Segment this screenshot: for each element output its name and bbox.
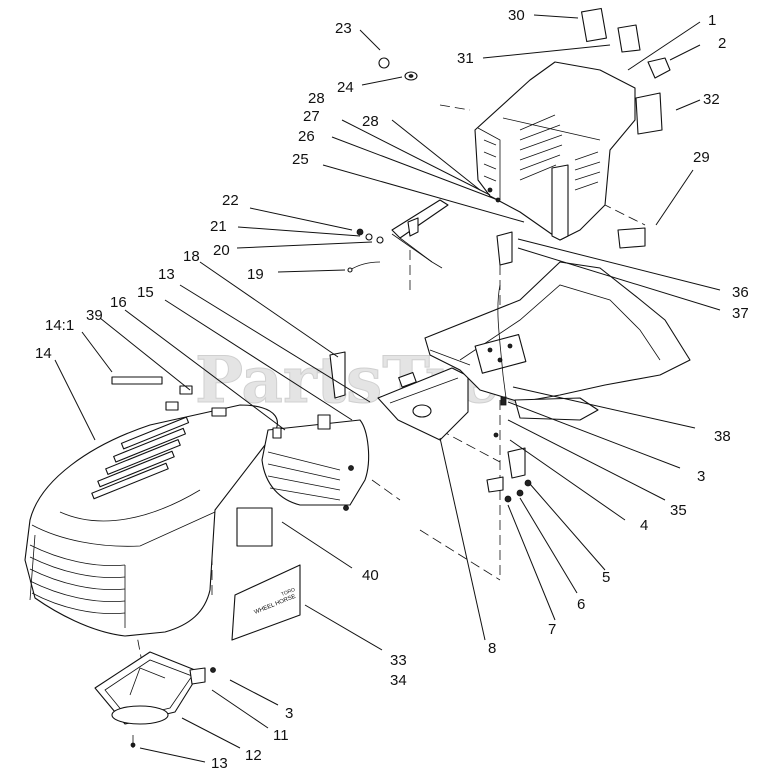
chute-assembly (94, 651, 216, 748)
callout-7: 7 (548, 621, 556, 638)
callout-15: 15 (137, 284, 154, 301)
callout-27: 27 (303, 108, 320, 125)
callout-26: 26 (298, 128, 315, 145)
callout-30: 30 (508, 7, 525, 24)
callout-39: 39 (86, 307, 103, 324)
callout-13a: 13 (158, 266, 175, 283)
callout-6: 6 (577, 596, 585, 613)
decal-30 (580, 7, 608, 43)
callout-8: 8 (488, 640, 496, 657)
callout-36: 36 (732, 284, 749, 301)
callout-29: 29 (693, 149, 710, 166)
callout-14-1: 14:1 (45, 317, 74, 334)
callout-16: 16 (110, 294, 127, 311)
callout-28a: 28 (308, 90, 325, 107)
callout-33: 33 (390, 652, 407, 669)
callout-40: 40 (362, 567, 379, 584)
callout-3b: 3 (285, 705, 293, 722)
callout-24: 24 (337, 79, 354, 96)
callout-14: 14 (35, 345, 52, 362)
decal-brand-text-2: TORO (281, 587, 297, 598)
decal-31 (617, 24, 641, 53)
callout-12: 12 (245, 747, 262, 764)
callout-3a: 3 (697, 468, 705, 485)
callout-labels: 1 2 30 31 23 24 32 28 27 28 26 29 25 22 … (35, 7, 749, 772)
callout-32: 32 (703, 91, 720, 108)
callout-5: 5 (602, 569, 610, 586)
fastener-6 (516, 489, 524, 497)
bracket-small-2 (486, 476, 504, 493)
callout-34: 34 (390, 672, 407, 689)
callout-11: 11 (273, 727, 289, 744)
decal-40 (236, 507, 273, 547)
decal-32 (635, 92, 663, 135)
decal-39b (165, 401, 179, 411)
front-grille-assembly (261, 414, 370, 511)
hood-bracket (377, 367, 469, 441)
callout-35: 35 (670, 502, 687, 519)
callout-31: 31 (457, 50, 474, 67)
hood-vents (91, 416, 190, 500)
throttle-control (347, 199, 449, 273)
callout-23: 23 (335, 20, 352, 37)
decal-39c (211, 407, 227, 417)
callout-13b: 13 (211, 755, 228, 772)
decal-14-1 (111, 376, 163, 385)
callout-1: 1 (708, 12, 716, 29)
callout-38: 38 (714, 428, 731, 445)
decal-39a (179, 385, 193, 395)
decal-29 (617, 227, 646, 249)
callout-25: 25 (292, 151, 309, 168)
fastener-4 (493, 432, 499, 438)
footrest-plate (424, 261, 691, 421)
bracket-small (507, 447, 526, 479)
callout-18: 18 (183, 248, 200, 265)
cable-35 (497, 284, 507, 399)
callout-20: 20 (213, 242, 230, 259)
side-decal: WHEEL HORSE TORO (231, 564, 301, 641)
callout-19: 19 (247, 266, 264, 283)
cable-end (500, 396, 507, 406)
nut-23 (378, 57, 390, 69)
callout-4: 4 (640, 517, 648, 534)
bracket-18 (329, 351, 346, 399)
fastener-5 (524, 479, 532, 487)
leader-lines (54, 14, 721, 763)
fastener-7 (504, 495, 512, 503)
callout-2: 2 (718, 35, 726, 52)
callout-21: 21 (210, 218, 227, 235)
knob-2 (647, 57, 671, 79)
callout-37: 37 (732, 305, 749, 322)
dash-panel (474, 61, 636, 241)
callout-22: 22 (222, 192, 239, 209)
callout-28b: 28 (362, 113, 379, 130)
bracket-36 (496, 231, 513, 266)
grille-tab (317, 414, 331, 430)
grille-clip (272, 427, 282, 439)
